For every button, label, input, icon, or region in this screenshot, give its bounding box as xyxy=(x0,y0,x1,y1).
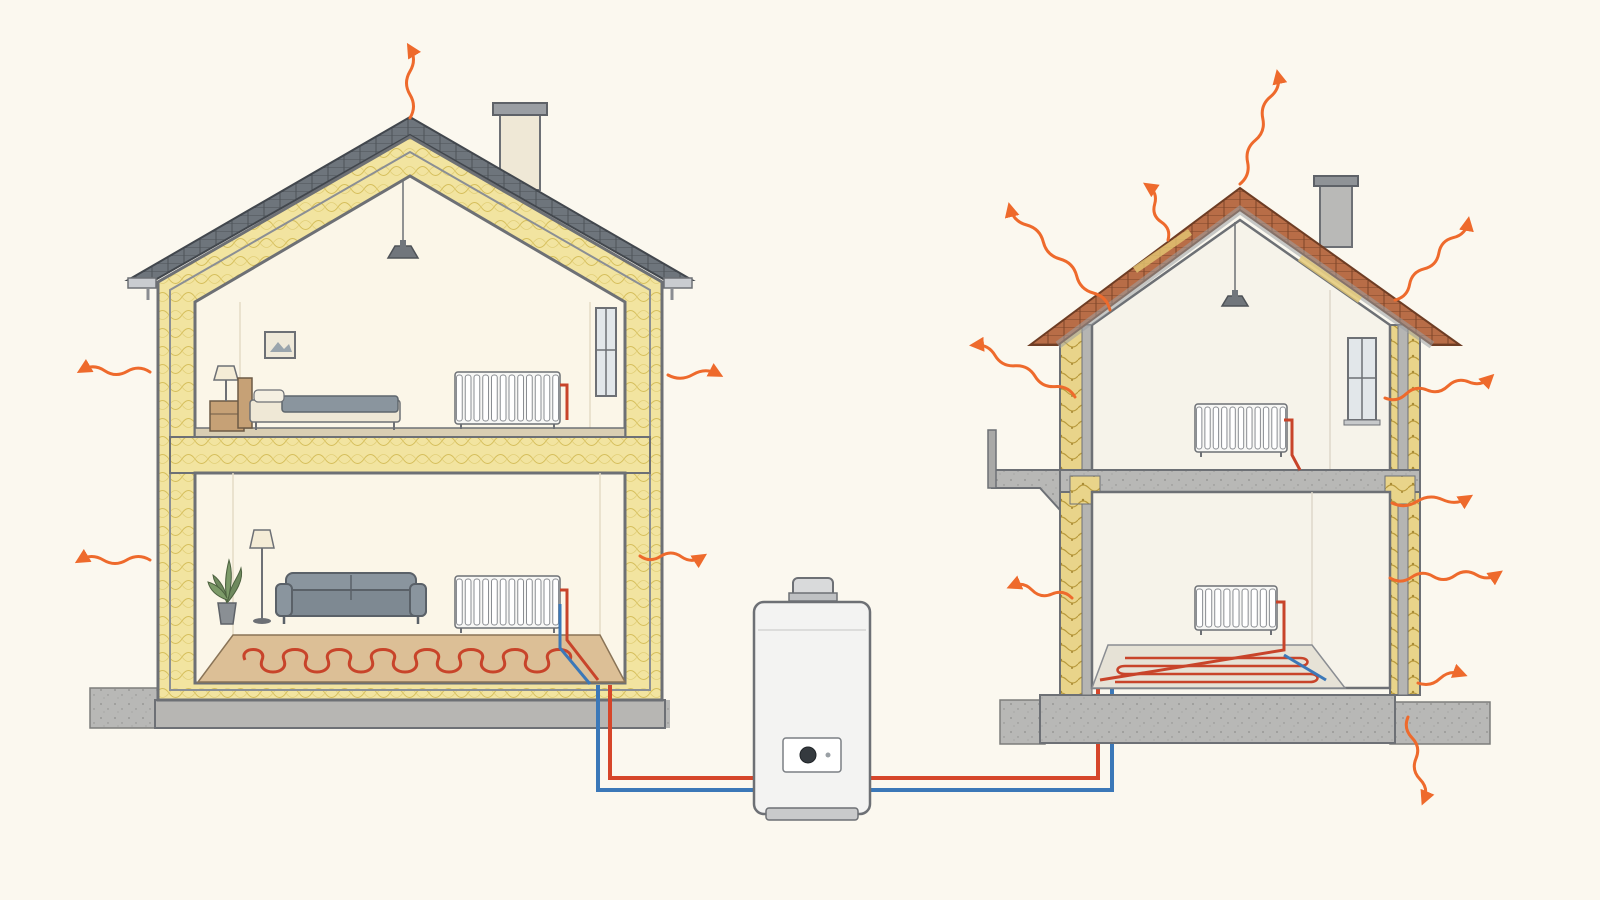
hot-pipe xyxy=(1099,600,1286,682)
worn-roof xyxy=(1026,186,1464,349)
heat-loss-arrow xyxy=(1143,182,1171,242)
heat-loss-arrow xyxy=(1004,202,1112,312)
heat-loss-arrow xyxy=(638,551,708,569)
boiler-icon xyxy=(752,577,872,821)
heat-loss-arrow xyxy=(1388,570,1503,586)
radiator-icon xyxy=(454,371,561,429)
heat-loss-arrow xyxy=(74,548,152,565)
chimney xyxy=(1313,175,1359,248)
heat-loss-arrow xyxy=(1404,715,1435,806)
heat-loss-arrow xyxy=(1390,494,1474,510)
hot-pipe xyxy=(560,383,569,420)
sofa-icon xyxy=(275,572,427,624)
control-dial[interactable] xyxy=(799,746,817,764)
heat-loss-arrow xyxy=(405,42,422,120)
heat-loss-arrow xyxy=(1006,575,1074,600)
cold-pipe xyxy=(596,685,756,792)
underfloor-heating-icon xyxy=(1115,656,1319,684)
hot-pipe xyxy=(1284,418,1302,471)
cold-pipe xyxy=(1283,653,1327,682)
bed-icon xyxy=(237,377,401,430)
ground-left xyxy=(89,687,163,729)
potted-plant-icon xyxy=(207,558,243,625)
heat-loss-arrow xyxy=(1393,216,1474,302)
heat-loss-arrow xyxy=(1383,373,1495,402)
hot-pipe xyxy=(560,588,600,681)
heat-loss-arrow xyxy=(1416,663,1468,687)
hot-pipe xyxy=(608,685,756,780)
radiator-icon xyxy=(1194,403,1288,457)
cold-pipe xyxy=(558,604,592,685)
insulated-house xyxy=(89,102,696,729)
window-icon xyxy=(1343,337,1381,426)
pendant-lamp-icon xyxy=(1220,222,1250,307)
uninsulated-house xyxy=(987,175,1491,745)
floor-lamp-icon xyxy=(249,529,275,624)
framed-picture-icon xyxy=(264,331,296,359)
heat-loss-arrow xyxy=(1238,69,1288,186)
pendant-lamp-icon xyxy=(386,180,420,259)
underfloor-heating-icon xyxy=(242,648,573,674)
heated-floor xyxy=(196,634,627,683)
radiator-icon xyxy=(454,575,561,633)
indicator-light xyxy=(825,752,831,758)
heat-loss-arrow xyxy=(666,363,724,380)
heat-loss-arrow xyxy=(76,358,152,376)
foundation xyxy=(1039,694,1396,744)
ground-left-of-right-house xyxy=(999,699,1046,745)
insulated-floor-band xyxy=(169,436,651,474)
heat-loss-arrow xyxy=(969,336,1077,399)
foundation xyxy=(154,699,666,729)
radiator-icon xyxy=(1194,585,1278,635)
window-icon xyxy=(595,307,617,397)
heat-loss-arrows xyxy=(74,42,1503,806)
